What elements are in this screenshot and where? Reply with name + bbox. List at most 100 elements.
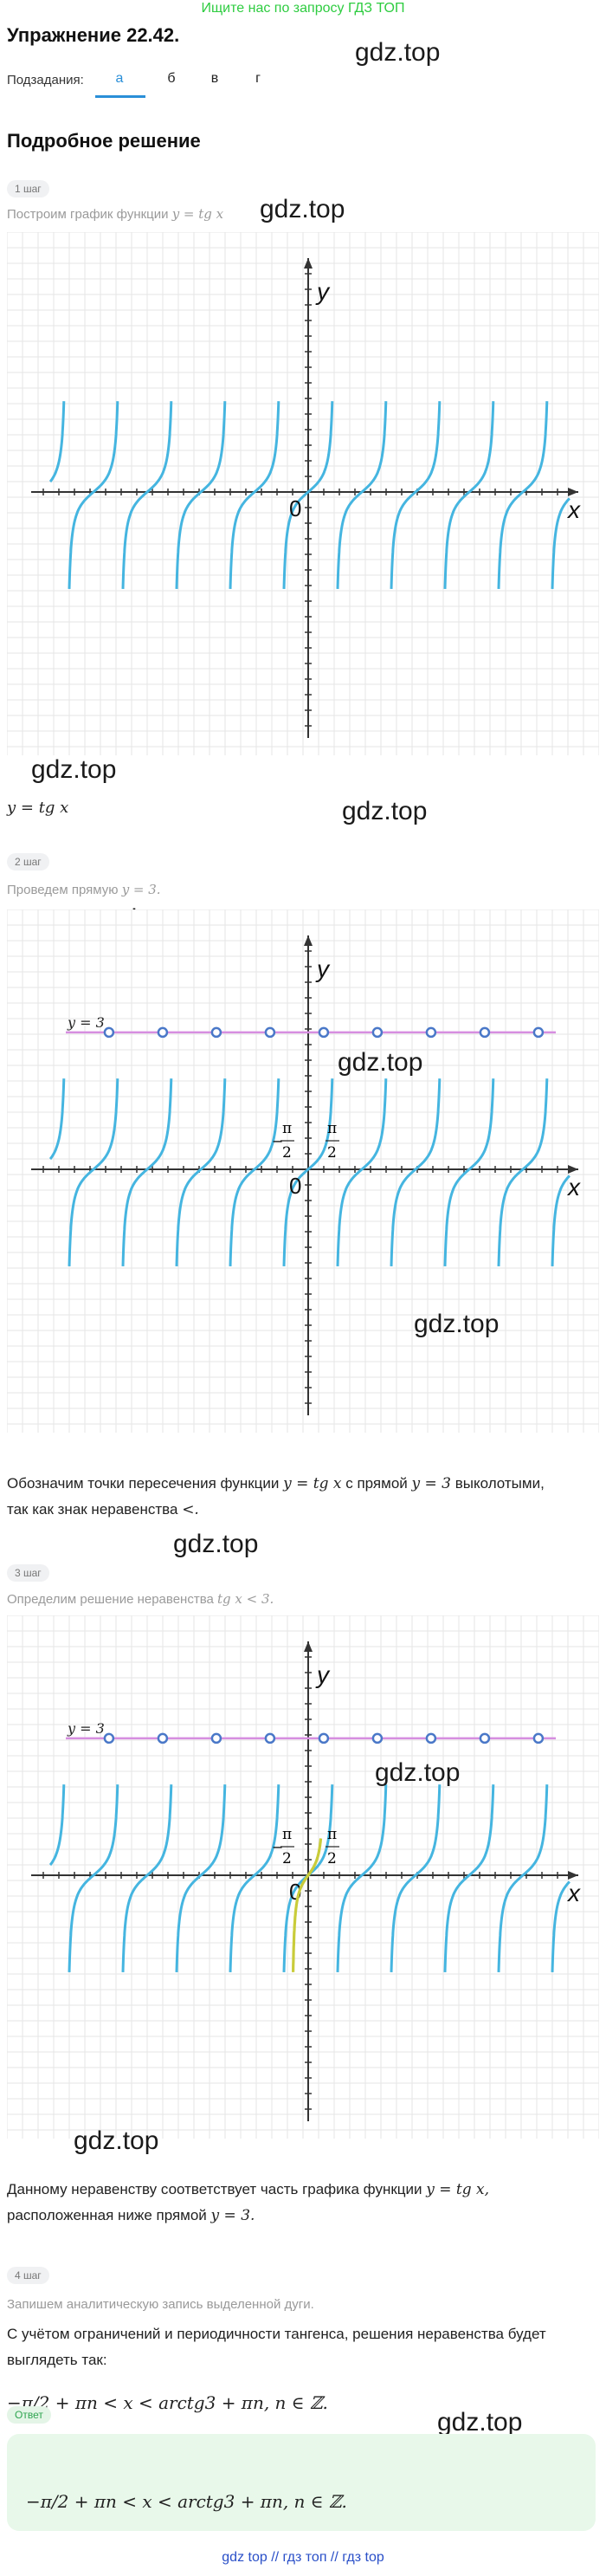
paragraph-conclusion: С учётом ограничений и периодичности тан… [7,2326,546,2368]
tangent-branch [282,1078,334,1266]
watermark: gdz.top [31,755,117,784]
intersection-point [425,1732,437,1744]
footer-links[interactable]: gdz top // гдз топ // гдз top [222,2550,384,2565]
step-text: Построим график функции y = tg x [7,206,223,222]
watermark: gdz.top [173,1530,259,1558]
tangent-branch [336,1784,388,1972]
tangent-branch [390,1784,442,1972]
subtask-tab-b[interactable]: б [167,71,176,86]
tangent-branch [390,1078,442,1266]
step-badge: 3 шаг [7,1564,49,1582]
step-text-label: Определим решение неравенства [7,1592,214,1607]
tangent-branch [282,401,334,589]
subtasks-label: Подзадания: [7,73,84,87]
y-axis-arrow [304,258,313,269]
y-axis-arrow [304,1641,313,1652]
paragraph-intersections: Обозначим точки пересечения функции y = … [7,1471,599,1523]
x-axis-arrow [568,1871,578,1880]
tangent-branch [336,1078,388,1266]
label-minus-pi-over-2: π−2 [272,1826,294,1867]
step-text: Определим решение неравенства tg x < 3. [7,1591,274,1607]
tangent-branch [175,1784,227,1972]
intersection-point [264,1732,276,1744]
step-text-label: Проведем прямую [7,883,119,897]
watermark: gdz.top [414,1310,500,1338]
watermark: gdz.top [74,2126,159,2155]
label-pi-over-2: π2 [326,1826,339,1867]
tangent-branch [48,1784,66,1867]
graph-step1: xy0 [7,232,599,755]
tangent-branch [68,1784,119,1972]
exercise-title: Упражнение 22.42. [7,24,180,46]
label-minus-pi-over-2: π−2 [272,1120,294,1162]
intersection-point [157,1732,169,1744]
tangent-branch [551,497,571,589]
tangent-branch [229,1078,280,1266]
section-title: Подробное решение [7,130,201,152]
step-badge: 1 шаг [7,180,49,197]
step-badge: 4 шаг [7,2267,49,2284]
x-axis-label: x [566,496,581,523]
y-axis-arrow [304,935,313,946]
tangent-branch [121,401,173,589]
intersection-point [479,1026,491,1039]
formula: y = 3 [411,1475,451,1492]
solution-formula: −π/2 + πn < x < arctg3 + πn, n ∈ ℤ. [7,2392,328,2413]
step-badge: 2 шаг [7,853,49,871]
tangent-branch [175,1078,227,1266]
top-banner[interactable]: Ищите нас по запросу ГДЗ ТОП [201,1,405,16]
subtask-tab-g[interactable]: г [255,71,261,86]
answer-box: −π/2 + πn < x < arctg3 + πn, n ∈ ℤ. [7,2434,596,2531]
pi-text: π [327,1826,337,1843]
answer-badge: Ответ [7,2406,51,2424]
highlighted-arc [292,1838,323,1972]
origin-label: 0 [289,1173,301,1199]
subtask-tab-a[interactable]: а [115,71,124,86]
formula: y = tg x, [426,2181,490,2198]
minus-sign: − [272,1133,283,1149]
intersection-point [532,1026,545,1039]
paragraph-arc: Данному неравенству соответствует часть … [7,2177,599,2229]
tangent-branch [551,1880,571,1972]
tangent-branch [121,1078,173,1266]
tangent-branch [68,401,119,589]
y-axis-label: y [315,1661,331,1688]
intersection-point [210,1732,222,1744]
intersection-point [532,1732,545,1744]
intersection-point [479,1732,491,1744]
x-axis-label: x [566,1174,581,1201]
x-axis-arrow [568,1165,578,1174]
watermark: gdz.top [342,797,428,825]
tangent-branch [229,401,280,589]
tangent-branch [121,1784,173,1972]
pi-text: π [282,1120,292,1137]
pi-text: π [282,1826,292,1843]
text: Обозначим точки пересечения функции [7,1475,280,1492]
tangent-branch [68,1078,119,1266]
tangent-branch [551,1175,571,1266]
line-y3-label: y = 3 [67,1720,105,1737]
intersection-point [371,1732,384,1744]
tangent-branch [497,401,549,589]
intersection-point [371,1026,384,1039]
tangent-branch [175,401,227,589]
y-axis-label: y [315,955,331,982]
formula: <. [182,1501,199,1518]
tangent-branch [48,1078,66,1161]
text: Данному неравенству соответствует часть … [7,2181,422,2197]
tangent-branch [443,1078,495,1266]
label-pi-over-2: π2 [326,1120,339,1162]
subtask-tab-v[interactable]: в [210,71,219,86]
watermark: gdz.top [338,1048,423,1077]
tangent-branch [497,1078,549,1266]
watermark: gdz.top [437,2408,523,2437]
step-formula: tg x < 3. [217,1591,274,1607]
pi-text: π [327,1120,337,1137]
line-y3-label: y = 3 [67,1014,105,1031]
text: так как знак неравенства [7,1501,178,1518]
tangent-branch [443,1784,495,1972]
intersection-point [103,1026,115,1039]
tangent-branch [229,1784,280,1972]
formula: y = 3. [210,2207,255,2224]
